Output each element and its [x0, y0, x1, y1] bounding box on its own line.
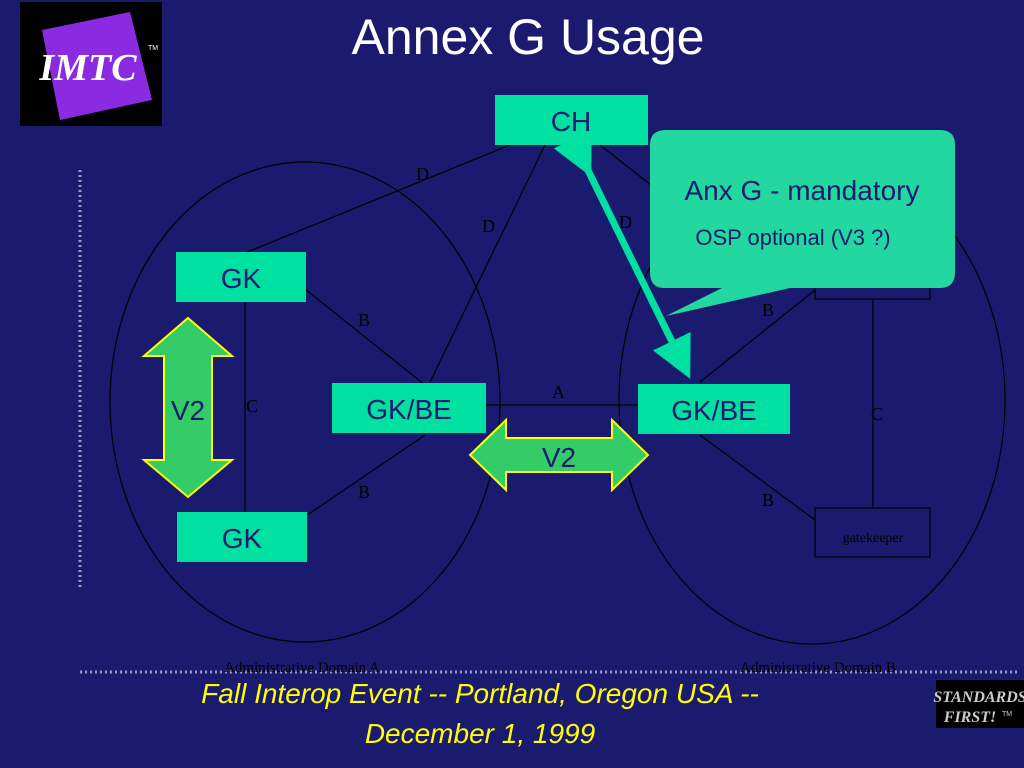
link-label-b-left-lower: B	[358, 482, 370, 502]
standards-first-tm: TM	[1002, 711, 1012, 718]
v2-vertical-arrow-label: V2	[171, 395, 205, 426]
link-label-b-left-upper: B	[358, 310, 370, 330]
link-label-d-right: D	[619, 212, 632, 232]
standards-first-line-1: STANDARDS	[933, 689, 1024, 706]
imtc-logo-tm: TM	[148, 45, 158, 52]
gatekeeper-box-bottom-right	[814, 507, 931, 558]
callout-line-1: Anx G - mandatory	[685, 175, 920, 206]
gatekeeper-label-bottom-right: gatekeeper	[843, 531, 904, 546]
domain-a-ellipse	[109, 161, 501, 643]
gk-box-top-left-label: GK	[221, 263, 262, 294]
link-label-c-right: C	[871, 404, 883, 424]
callout-line-2: OSP optional (V3 ?)	[695, 225, 890, 250]
link-label-c-left: C	[246, 396, 258, 416]
gk-box-top-left	[176, 252, 306, 302]
gkbe-box-left-label: GK/BE	[366, 394, 452, 425]
gk-box-bottom-left-label: GK	[222, 523, 263, 554]
domain-a-label: Administrative Domain A	[224, 660, 380, 676]
link-label-d-center: D	[482, 216, 495, 236]
standards-first-logo: STANDARDS FIRST! TM	[933, 680, 1024, 728]
domain-b-label: Administrative Domain B	[740, 660, 896, 676]
link-label-b-right-lower: B	[762, 490, 774, 510]
ch-box-label: CH	[551, 106, 591, 137]
footer-line-1: Fall Interop Event -- Portland, Oregon U…	[201, 678, 759, 709]
imtc-logo: IMTC TM	[20, 2, 162, 126]
footer-line-2: December 1, 1999	[364, 718, 596, 749]
v2-vertical-arrow	[141, 316, 235, 499]
v2-horizontal-arrow	[468, 417, 650, 493]
imtc-logo-text: IMTC	[38, 47, 137, 89]
gkbe-box-right	[638, 384, 790, 434]
standards-first-line-2: FIRST!	[943, 709, 996, 726]
link-label-a-center: A	[552, 382, 565, 402]
anx-g-arrow	[553, 129, 691, 379]
v2-horizontal-arrow-label: V2	[542, 442, 576, 473]
callout-bubble	[650, 130, 955, 316]
gk-box-bottom-left	[177, 512, 307, 562]
gkbe-box-right-label: GK/BE	[671, 395, 757, 426]
gkbe-box-left	[332, 383, 486, 433]
link-label-b-right-upper: B	[762, 300, 774, 320]
link-label-d-left: D	[416, 164, 429, 184]
slide-title: Annex G Usage	[352, 9, 705, 65]
